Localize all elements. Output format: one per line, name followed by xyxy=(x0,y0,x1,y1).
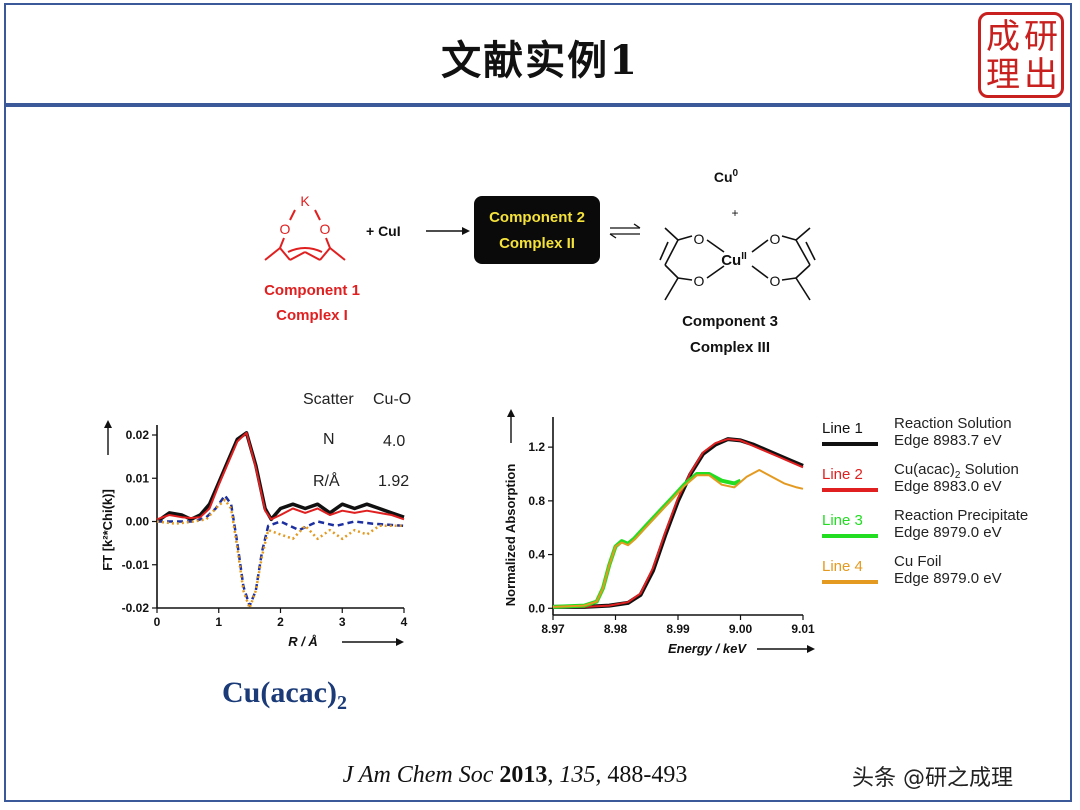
legend-line-label: Line 1 xyxy=(822,420,863,437)
reaction-arrowhead xyxy=(462,227,470,235)
legend-series-name: Cu Foil xyxy=(894,553,942,570)
legend-series-name: Reaction Precipitate xyxy=(894,507,1029,524)
series-line-4 xyxy=(552,469,804,608)
table-row-value: 4.0 xyxy=(383,433,406,450)
legend-edge-energy: Edge 8979.0 eV xyxy=(894,570,1002,587)
y-tick-label: -0.01 xyxy=(122,558,150,572)
y-axis-label: Normalized Absorption xyxy=(503,464,518,607)
legend-line-label: Line 4 xyxy=(822,558,863,575)
x-tick-label: 9.01 xyxy=(791,622,815,636)
y-tick-label: 0.0 xyxy=(528,601,545,615)
source-watermark: 头条 @研之成理 xyxy=(852,766,1013,791)
y-axis-label: FT [k²*Chi(k)] xyxy=(100,489,115,571)
seal-char: 研 xyxy=(1024,17,1058,57)
table-header-scatter: Scatter xyxy=(303,391,354,408)
citation: J Am Chem Soc 2013, 135, 488-493 xyxy=(342,762,688,788)
x-tick-label: 8.99 xyxy=(666,622,690,636)
x-axis-arrowhead xyxy=(807,645,815,653)
plus-sign: + xyxy=(731,206,738,220)
x-axis-arrowhead xyxy=(396,638,404,646)
seal-char: 出 xyxy=(1024,55,1058,95)
series-line-4 xyxy=(156,498,404,610)
o-label: O xyxy=(770,273,781,289)
x-tick-label: 2 xyxy=(277,615,284,629)
complex-1-structure xyxy=(264,209,346,261)
o-label: O xyxy=(280,221,291,237)
legend-swatch xyxy=(822,580,878,584)
slide-frame xyxy=(4,3,1072,802)
o-label: O xyxy=(320,221,331,237)
x-tick-label: 0 xyxy=(154,615,161,629)
y-axis-arrowhead xyxy=(507,409,515,417)
complex1-label: Complex I xyxy=(276,307,348,324)
o-label: O xyxy=(694,231,705,247)
legend-edge-energy: Edge 8983.7 eV xyxy=(894,432,1002,449)
y-tick-label: 0.4 xyxy=(528,548,545,562)
y-tick-label: 0.01 xyxy=(126,471,150,485)
series-line-2 xyxy=(156,431,405,521)
series-line-3 xyxy=(157,494,405,608)
cu-center-label: CuII xyxy=(721,251,747,269)
plus-cui-label: + CuI xyxy=(366,223,401,239)
x-axis-label: Energy / keV xyxy=(668,641,747,656)
y-tick-label: -0.02 xyxy=(122,601,150,615)
legend-series-name: Reaction Solution xyxy=(894,415,1012,432)
legend-line-label: Line 3 xyxy=(822,512,863,529)
y-tick-label: 0.00 xyxy=(126,515,150,529)
x-tick-label: 4 xyxy=(401,615,408,629)
compound-label: Cu(acac)2 xyxy=(222,676,347,714)
x-tick-label: 8.97 xyxy=(541,622,565,636)
legend-edge-energy: Edge 8979.0 eV xyxy=(894,524,1002,541)
x-axis-label: R / Å xyxy=(288,634,318,649)
y-tick-label: 0.8 xyxy=(528,494,545,508)
y-tick-label: 0.02 xyxy=(126,428,150,442)
component1-label: Component 1 xyxy=(264,282,360,299)
legend-line-label: Line 2 xyxy=(822,466,863,483)
o-label: O xyxy=(694,273,705,289)
legend-edge-energy: Edge 8983.0 eV xyxy=(894,478,1002,495)
ft-chart: 0 1 2 3 4 0.02 0.01 0.00 -0.01 -0.02 R / Å FT [k²*C… xyxy=(100,420,408,649)
y-axis-arrowhead xyxy=(104,420,112,428)
k-label: K xyxy=(300,193,310,209)
legend-swatch xyxy=(822,442,878,446)
seal-char: 理 xyxy=(986,55,1020,95)
series-line-2 xyxy=(553,438,804,608)
x-tick-label: 3 xyxy=(339,615,346,629)
table-header-cu-o: Cu-O xyxy=(373,391,412,408)
legend-swatch xyxy=(822,488,878,492)
legend-series-name: Cu(acac)2 Solution xyxy=(894,461,1019,481)
x-tick-label: 9.00 xyxy=(729,622,753,636)
complex3-label: Complex III xyxy=(690,339,770,356)
legend-swatch xyxy=(822,534,878,538)
slide-title: 文献实例1 xyxy=(441,37,639,84)
complex2-label: Complex II xyxy=(499,235,575,252)
x-tick-label: 8.98 xyxy=(604,622,628,636)
table-row-value: 1.92 xyxy=(378,473,410,490)
o-label: O xyxy=(770,231,781,247)
reaction-scheme: K O O Component 1 Complex I + CuI Compon… xyxy=(264,168,816,356)
table-row-label: N xyxy=(323,431,335,448)
series-line-1 xyxy=(155,431,405,523)
x-tick-label: 1 xyxy=(215,615,222,629)
header-rule xyxy=(4,103,1072,107)
component3-label: Component 3 xyxy=(682,313,778,330)
seal-char: 成 xyxy=(986,17,1020,57)
complex-3-structure xyxy=(659,227,816,301)
table-row-label: R/Å xyxy=(313,473,340,490)
seal-logo: 成 研 理 出 xyxy=(978,12,1064,98)
y-tick-label: 1.2 xyxy=(528,440,545,454)
cu0-label: Cu0 xyxy=(714,168,739,185)
component2-box xyxy=(474,196,600,264)
series-line-1 xyxy=(553,437,804,609)
component2-label: Component 2 xyxy=(489,209,585,226)
